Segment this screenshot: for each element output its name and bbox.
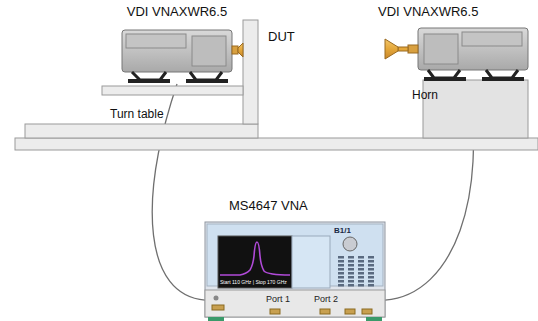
- channel-label: B1/1: [334, 226, 351, 235]
- front-button: [338, 260, 344, 263]
- front-button: [368, 280, 374, 283]
- front-button: [368, 284, 374, 287]
- front-button: [368, 256, 374, 259]
- part-label: Turn table: [110, 108, 164, 122]
- extender-node: VDI VNAXWR6.5: [118, 4, 236, 84]
- front-button: [338, 284, 344, 287]
- floor-rail: [15, 138, 538, 150]
- front-button: [358, 260, 364, 263]
- front-button: [368, 272, 374, 275]
- base-plate: [25, 124, 258, 138]
- front-button: [338, 272, 344, 275]
- front-button: [348, 256, 354, 259]
- screen-text: Start 110 GHz | Stop 170 GHz: [220, 280, 287, 286]
- front-button: [358, 268, 364, 271]
- front-button: [358, 276, 364, 279]
- front-button: [348, 284, 354, 287]
- dut-plate: [243, 20, 258, 124]
- front-button: [368, 268, 374, 271]
- front-button: [358, 256, 364, 259]
- front-button: [368, 276, 374, 279]
- front-button: [358, 264, 364, 267]
- frequency-extender: [122, 30, 243, 83]
- front-button: [338, 276, 344, 279]
- port-label: Port 1: [266, 294, 290, 304]
- stand-block: [423, 80, 528, 138]
- node-heading: VDI VNAXWR6.5: [118, 4, 236, 20]
- front-button: [348, 260, 354, 263]
- front-button: [348, 276, 354, 279]
- port-label: Port 2: [314, 294, 338, 304]
- front-button: [358, 272, 364, 275]
- front-button: [368, 260, 374, 263]
- part-label: Horn: [412, 89, 438, 103]
- extender-node: VDI VNAXWR6.5: [374, 4, 530, 82]
- front-button: [348, 268, 354, 271]
- frequency-extender: [385, 28, 528, 81]
- front-button: [348, 272, 354, 275]
- node-heading: VDI VNAXWR6.5: [374, 4, 530, 20]
- front-button: [358, 284, 364, 287]
- vna-node: MS4647 VNA: [205, 198, 385, 321]
- front-button: [348, 264, 354, 267]
- node-heading: MS4647 VNA: [205, 198, 385, 214]
- front-button: [358, 280, 364, 283]
- front-button: [338, 268, 344, 271]
- vna-instrument: [205, 222, 385, 321]
- front-button: [338, 280, 344, 283]
- dut-label: DUT: [268, 30, 295, 45]
- front-button: [348, 280, 354, 283]
- front-button: [338, 256, 344, 259]
- front-button: [368, 264, 374, 267]
- front-button: [338, 264, 344, 267]
- turn-table: [102, 86, 243, 95]
